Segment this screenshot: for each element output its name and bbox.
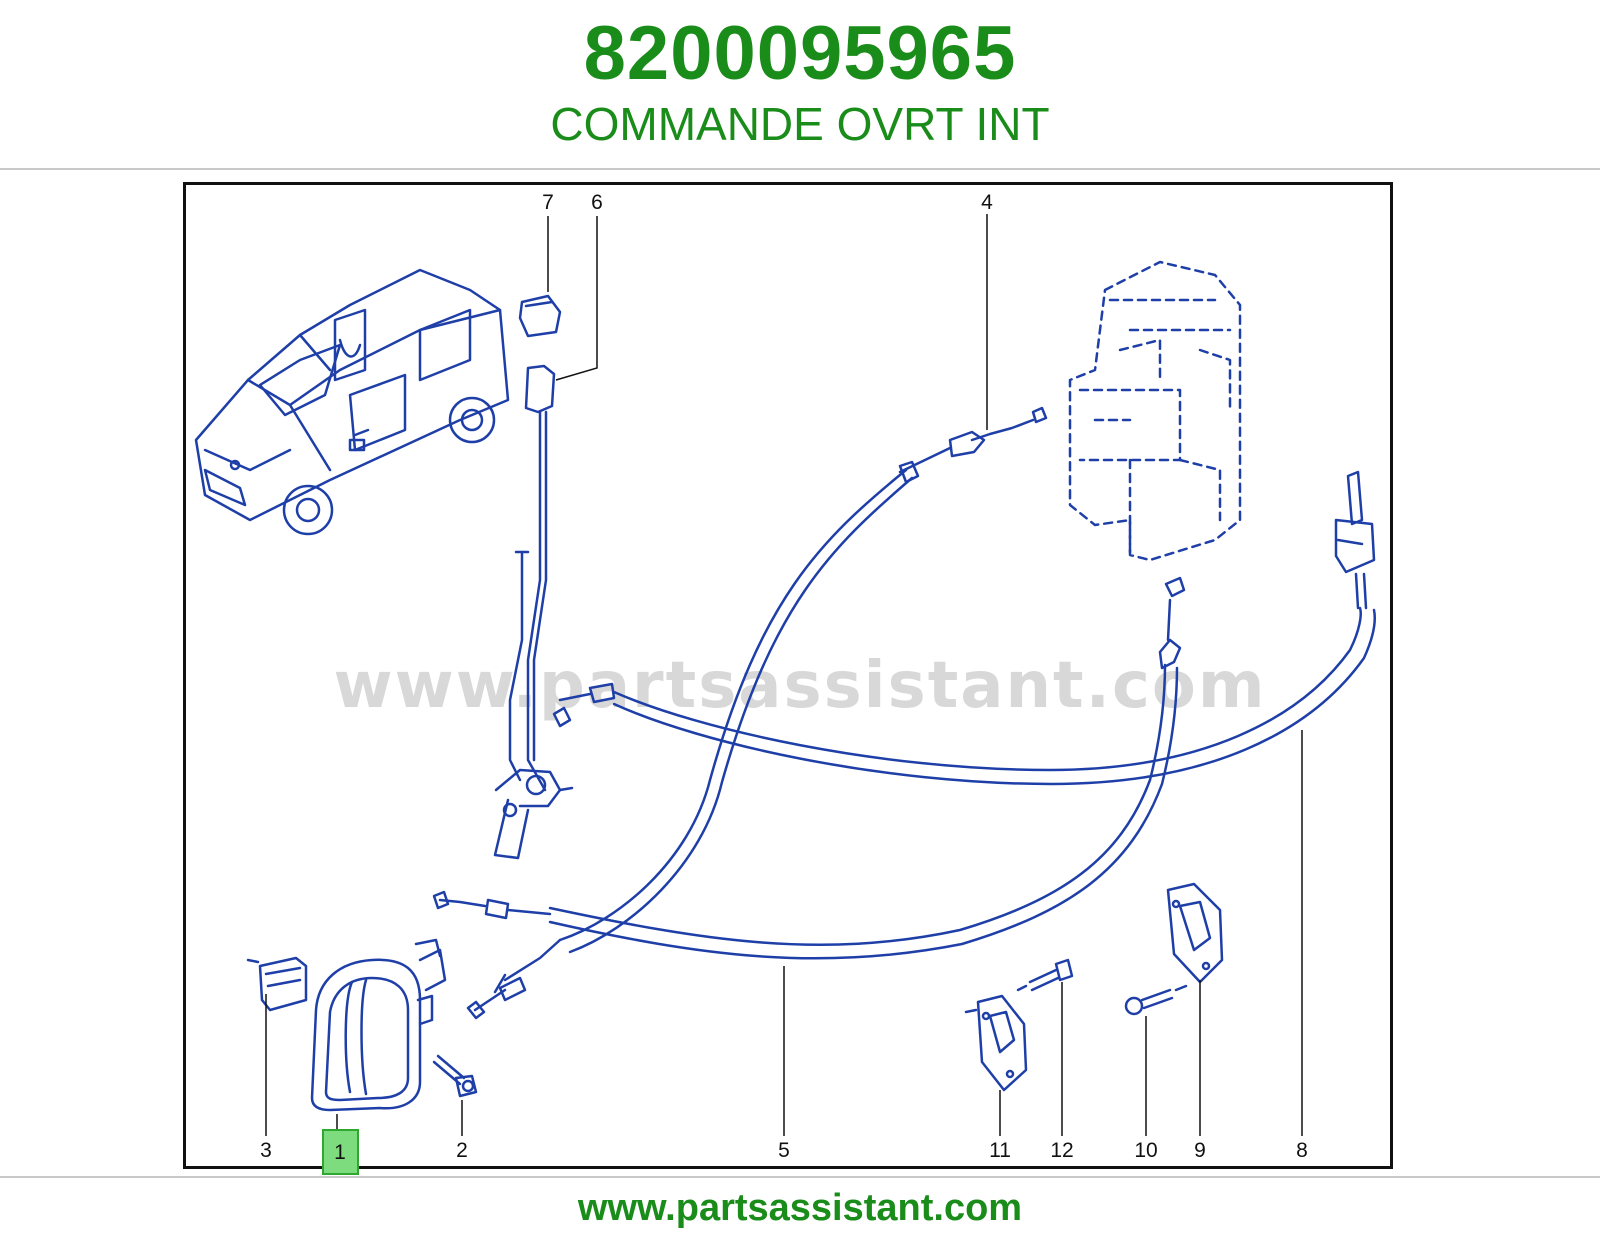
part-10-screw [1124,984,1188,1016]
part-4-cable [466,406,1048,1020]
footer-divider [0,1176,1600,1178]
part-6-lock-rod [493,364,574,860]
callout-2[interactable]: 2 [456,1139,468,1162]
header: 8200095965 COMMANDE OVRT INT [0,0,1600,168]
callout-3[interactable]: 3 [260,1139,272,1162]
callout-9[interactable]: 9 [1194,1139,1206,1162]
callout-5[interactable]: 5 [778,1139,790,1162]
part-name-subtitle: COMMANDE OVRT INT [550,98,1050,150]
callout-7[interactable]: 7 [542,191,554,214]
door-lock-mechanism [1068,260,1242,562]
part-number-title: 8200095965 [583,11,1017,96]
callout-12[interactable]: 12 [1050,1139,1073,1162]
watermark-text: www.partsassistant.com [333,649,1266,723]
callout-6[interactable]: 6 [591,191,603,214]
header-divider [0,168,1600,170]
footer-website-link[interactable]: www.partsassistant.com [577,1187,1023,1229]
van-illustration [194,268,510,536]
part-12-screw [1016,958,1074,992]
callout-4[interactable]: 4 [981,191,993,214]
part-1-interior-handle [310,938,447,1112]
part-7-clip [518,294,562,338]
callout-11[interactable]: 11 [989,1139,1011,1162]
callout-10[interactable]: 10 [1134,1139,1157,1162]
part-5-cable [432,576,1376,960]
part-11-striker-plate [964,994,1028,1092]
part-9-striker-plate [1166,882,1224,984]
leader-lines [265,214,1303,1138]
part-8-connector [1334,470,1376,610]
callout-8[interactable]: 8 [1296,1139,1308,1162]
callout-1-highlight[interactable] [322,1129,359,1175]
callout-1[interactable]: 1 [334,1141,346,1164]
part-2-screw [432,1054,478,1098]
part-3-bracket [246,956,308,1012]
